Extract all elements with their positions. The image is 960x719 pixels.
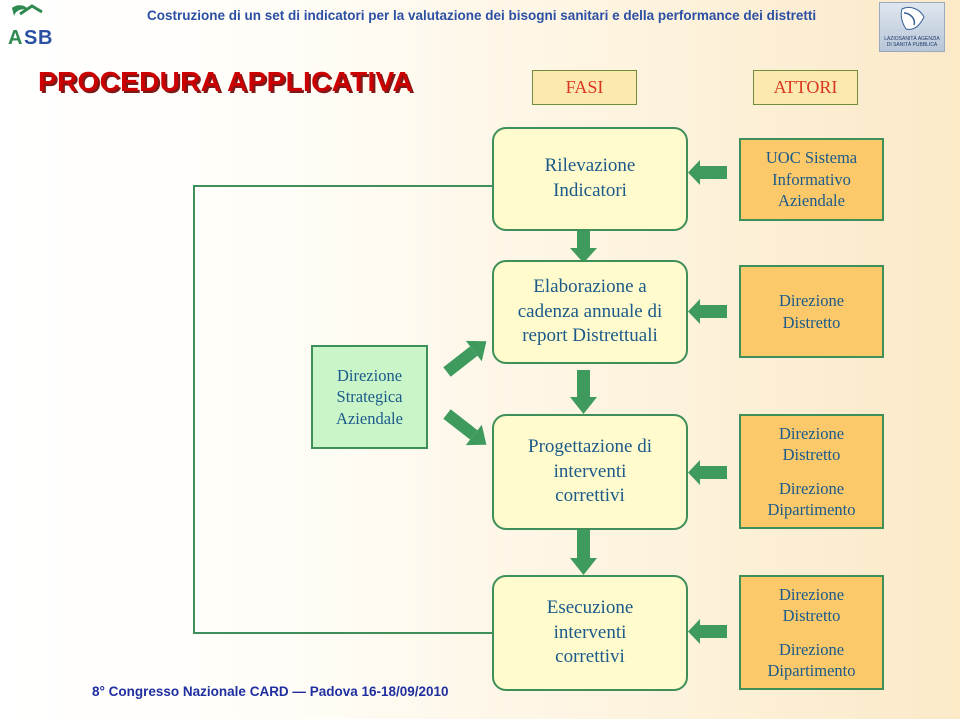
- phase-line: correttivi: [555, 646, 625, 668]
- phase-line: cadenza annuale di: [517, 300, 663, 322]
- actor-line: Distretto: [782, 312, 841, 332]
- phase-line: interventi: [553, 621, 627, 643]
- strategic-box: Direzione Strategica Aziendale: [311, 345, 428, 449]
- strategic-arrow-down: [443, 409, 487, 446]
- actor-box-distretto-dipartimento-2: Direzione Distretto Direzione Dipartimen…: [739, 575, 884, 690]
- actor-line: Distretto: [782, 445, 841, 465]
- phase-line: report Distrettuali: [522, 325, 658, 347]
- phase-line: Esecuzione: [546, 596, 634, 618]
- strategic-line: Direzione: [336, 365, 403, 385]
- page-title: PROCEDURA APPLICATIVA: [38, 66, 413, 97]
- actors-header: ATTORI: [753, 70, 858, 105]
- actor-box-direzione-distretto: Direzione Distretto: [739, 265, 884, 358]
- actors-header-label: ATTORI: [773, 77, 838, 97]
- strategic-line: Strategica: [336, 387, 403, 407]
- svg-text:A: A: [8, 27, 22, 48]
- actor-line: Direzione: [778, 291, 845, 311]
- actor-box-distretto-dipartimento-1: Direzione Distretto Direzione Dipartimen…: [739, 414, 884, 529]
- actor-arrow-2: [688, 299, 727, 324]
- actor-line: Direzione: [778, 639, 845, 659]
- phase-box-progettazione: Progettazione di interventi correttivi: [492, 414, 688, 530]
- header-title: Costruzione di un set di indicatori per …: [147, 8, 817, 23]
- phases-header-label: FASI: [565, 77, 604, 97]
- actor-arrow-1: [688, 160, 727, 185]
- feedback-loop-line: [193, 185, 493, 634]
- actor-line: Direzione: [778, 478, 845, 498]
- phase-box-esecuzione: Esecuzione interventi correttivi: [492, 575, 688, 691]
- lazio-sanita-logo: LAZIOSANITÀ AGENZIA DI SANITÀ PUBBLICA: [879, 2, 945, 52]
- phase-line: Rilevazione: [544, 155, 636, 177]
- actor-line: Informativo: [772, 169, 851, 189]
- actor-line: Direzione: [778, 584, 845, 604]
- phase-line: Progettazione di: [528, 435, 652, 457]
- svg-text:S: S: [24, 27, 37, 48]
- actor-line: UOC Sistema: [765, 148, 858, 168]
- phase-line: Elaborazione a: [533, 275, 647, 297]
- lazio-logo-text: LAZIOSANITÀ AGENZIA DI SANITÀ PUBBLICA: [884, 36, 940, 48]
- phase-line: correttivi: [555, 485, 625, 507]
- actor-arrow-3: [688, 460, 727, 485]
- footer-text: 8° Congresso Nazionale CARD — Padova 16-…: [92, 684, 449, 699]
- phase-line: Indicatori: [553, 180, 627, 201]
- actor-line: Dipartimento: [767, 660, 856, 680]
- actor-line: Dipartimento: [767, 499, 856, 519]
- svg-text:B: B: [38, 27, 52, 48]
- down-arrow-1: [570, 231, 597, 263]
- down-arrow-3: [570, 530, 597, 575]
- phase-line: interventi: [553, 460, 627, 482]
- strategic-arrow-up: [443, 340, 487, 377]
- down-arrow-2: [570, 370, 597, 414]
- phase-box-elaborazione: Elaborazione a cadenza annuale di report…: [492, 260, 688, 364]
- actor-box-uoc-sistema: UOC Sistema Informativo Aziendale: [739, 138, 884, 221]
- phases-header: FASI: [532, 70, 637, 105]
- asl-logo: A S B: [2, 2, 72, 49]
- actor-line: Aziendale: [778, 191, 845, 211]
- actor-arrow-4: [688, 619, 727, 644]
- phase-box-rilevazione: Rilevazione Indicatori: [492, 127, 688, 231]
- strategic-line: Aziendale: [336, 408, 403, 428]
- actor-line: Direzione: [778, 423, 845, 443]
- actor-line: Distretto: [782, 606, 841, 626]
